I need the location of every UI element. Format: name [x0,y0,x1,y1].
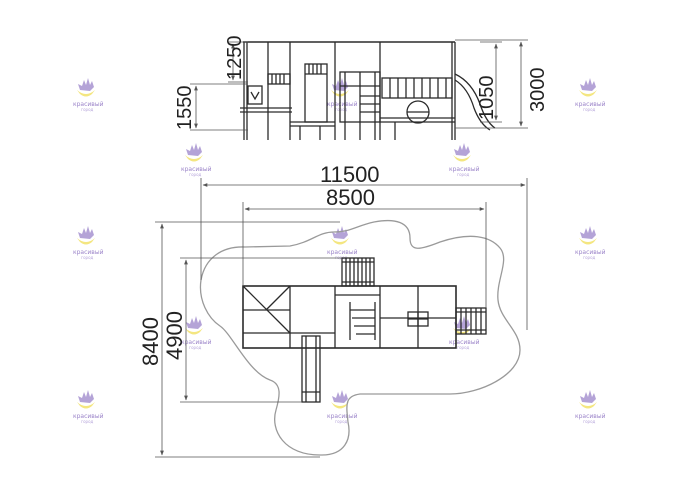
watermark-line2: город [457,345,470,350]
watermark-line2: город [335,419,348,424]
castle-logo-icon [331,226,349,245]
watermark-line1: красивый [327,413,358,420]
side-elevation [240,41,496,140]
watermark-line1: красивый [327,249,358,256]
castle-logo-icon [579,226,597,245]
dim-inner-depth: 4900 [162,311,187,360]
watermark-line1: красивый [73,249,104,256]
watermark-line1: красивый [575,413,606,420]
castle-logo-icon [331,390,349,409]
watermark-line1: красивый [181,339,212,346]
watermark-1: красивый город [73,78,104,112]
watermark-line1: красивый [449,339,480,346]
watermark-line2: город [583,107,596,112]
watermark-line2: город [81,107,94,112]
castle-logo-icon [579,78,597,97]
plan-structure [242,257,487,403]
watermark-line2: город [81,419,94,424]
safety-zone-outline [199,219,521,456]
dim-rail-height: 1050 [476,76,498,121]
watermark-line2: город [583,255,596,260]
watermark-line1: красивый [575,101,606,108]
watermark-line2: город [583,419,596,424]
watermark-line2: город [335,255,348,260]
dim-deck-height: 1550 [174,86,196,131]
watermark-3: красивый город [575,78,606,112]
watermark-line2: город [189,345,202,350]
castle-logo-icon [77,78,95,97]
castle-logo-icon [185,316,203,335]
dim-total-width: 11500 [320,162,380,187]
watermark-line1: красивый [449,166,480,173]
castle-logo-icon [453,143,471,162]
castle-logo-icon [77,390,95,409]
watermark-line1: красивый [575,249,606,256]
watermark-5: красивый город [449,143,480,177]
watermark-8: красивый город [575,226,606,260]
castle-logo-icon [77,226,95,245]
dim-total-depth: 8400 [138,317,163,366]
watermark-9: красивый город [181,316,212,350]
watermark-line1: красивый [73,413,104,420]
watermark-6: красивый город [73,226,104,260]
watermark-line2: город [457,172,470,177]
watermark-11: красивый город [73,390,104,424]
castle-logo-icon [579,390,597,409]
watermark-line2: город [335,107,348,112]
dim-elevation-height: 3000 [527,68,549,113]
watermark-7: красивый город [327,226,358,260]
watermarks: красивый город красивый город красивый г… [73,78,606,424]
plan-dimensions [155,178,528,458]
watermark-13: красивый город [575,390,606,424]
watermark-line2: город [189,172,202,177]
watermark-line2: город [81,255,94,260]
watermark-line1: красивый [327,101,358,108]
watermark-line1: красивый [73,101,104,108]
watermark-line1: красивый [181,166,212,173]
dim-roof-height: 1250 [224,36,246,81]
watermark-4: красивый город [181,143,212,177]
watermark-10: красивый город [449,316,480,350]
watermark-12: красивый город [327,390,358,424]
castle-logo-icon [185,143,203,162]
watermark-2: красивый город [327,78,358,112]
elevation-dimensions [190,39,528,131]
dim-inner-width: 8500 [326,185,375,210]
